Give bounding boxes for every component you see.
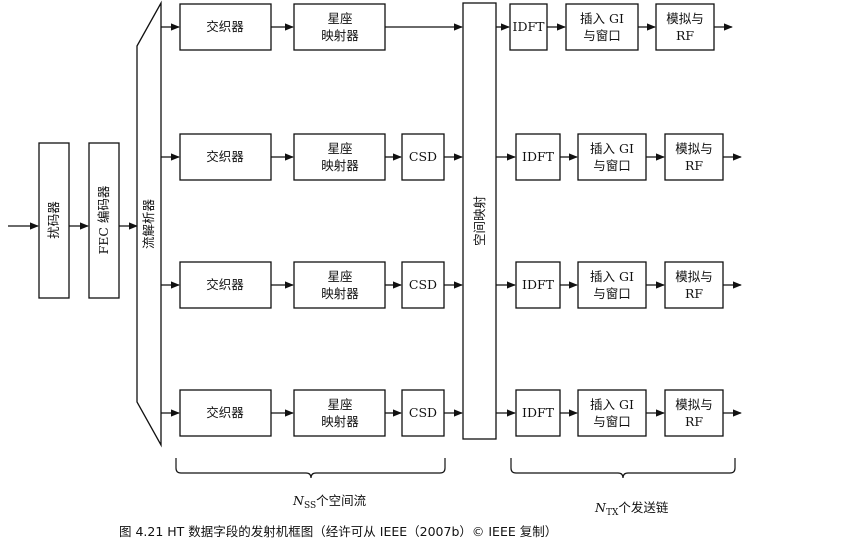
- csd-label: CSD: [409, 405, 437, 420]
- interleaver-label: 交织器: [206, 405, 244, 420]
- analog-rf-label-line1: 模拟与: [675, 397, 713, 412]
- insert-gi-block: 插入 GI 与窗口: [577, 261, 647, 309]
- insert-gi-label-line2: 与窗口: [593, 286, 631, 301]
- csd-label: CSD: [409, 277, 437, 292]
- tx-chains-bracket: [510, 458, 736, 479]
- idft-label: IDFT: [513, 19, 546, 34]
- interleaver-block: 交织器: [179, 133, 272, 181]
- stream-parser-block: 流解析器: [136, 0, 162, 448]
- csd-block: CSD: [401, 261, 445, 309]
- interleaver-label: 交织器: [206, 277, 244, 292]
- fec-encoder-label: FEC 编码器: [96, 185, 111, 254]
- idft-label: IDFT: [522, 405, 555, 420]
- mapper-label-line1: 星座: [327, 397, 352, 412]
- insert-gi-label-line2: 与窗口: [593, 414, 631, 429]
- idft-label: IDFT: [522, 277, 555, 292]
- idft-block: IDFT: [515, 133, 561, 181]
- insert-gi-label-line2: 与窗口: [593, 158, 631, 173]
- analog-rf-label-line2: RF: [685, 158, 703, 173]
- analog-rf-block: 模拟与 RF: [664, 133, 724, 181]
- insert-gi-block: 插入 GI 与窗口: [565, 3, 639, 51]
- idft-block: IDFT: [515, 261, 561, 309]
- interleaver-label: 交织器: [206, 149, 244, 164]
- analog-rf-label-line1: 模拟与: [675, 141, 713, 156]
- csd-block: CSD: [401, 133, 445, 181]
- scrambler-block: 扰码器: [38, 142, 70, 299]
- spatial-mapping-label: 空间映射: [472, 196, 487, 246]
- mapper-label-line1: 星座: [327, 141, 352, 156]
- scrambler-label: 扰码器: [46, 201, 61, 239]
- spatial-mapping-block: 空间映射: [462, 2, 497, 440]
- spatial-streams-bracket: [175, 458, 446, 479]
- interleaver-label: 交织器: [206, 19, 244, 34]
- analog-rf-label-line1: 模拟与: [666, 11, 704, 26]
- insert-gi-label-line1: 插入 GI: [590, 269, 634, 284]
- insert-gi-label-line1: 插入 GI: [590, 397, 634, 412]
- figure-caption: 图 4.21 HT 数据字段的发射机框图（经许可从 IEEE（2007b）© I…: [119, 524, 557, 539]
- mapper-label-line2: 映射器: [321, 28, 359, 43]
- interleaver-block: 交织器: [179, 261, 272, 309]
- tx-chains-label: NTX个发送链: [594, 500, 669, 518]
- mapper-label-line2: 映射器: [321, 286, 359, 301]
- analog-rf-label-line2: RF: [685, 286, 703, 301]
- stream-parser-label: 流解析器: [141, 199, 156, 250]
- mapper-label-line1: 星座: [327, 11, 352, 26]
- csd-block: CSD: [401, 389, 445, 437]
- analog-rf-label-line1: 模拟与: [675, 269, 713, 284]
- interleaver-block: 交织器: [179, 389, 272, 437]
- insert-gi-label-line1: 插入 GI: [580, 11, 624, 26]
- idft-block: IDFT: [515, 389, 561, 437]
- insert-gi-label-line2: 与窗口: [583, 28, 621, 43]
- mapper-label-line2: 映射器: [321, 158, 359, 173]
- analog-rf-block: 模拟与 RF: [655, 3, 715, 51]
- insert-gi-label-line1: 插入 GI: [590, 141, 634, 156]
- mapper-label-line2: 映射器: [321, 414, 359, 429]
- insert-gi-block: 插入 GI 与窗口: [577, 389, 647, 437]
- analog-rf-block: 模拟与 RF: [664, 389, 724, 437]
- insert-gi-block: 插入 GI 与窗口: [577, 133, 647, 181]
- fec-encoder-block: FEC 编码器: [88, 142, 120, 299]
- analog-rf-label-line2: RF: [676, 28, 694, 43]
- interleaver-block: 交织器: [179, 3, 272, 51]
- csd-label: CSD: [409, 149, 437, 164]
- spatial-streams-label: NSS个空间流: [292, 493, 367, 511]
- idft-label: IDFT: [522, 149, 555, 164]
- idft-block: IDFT: [509, 3, 548, 51]
- analog-rf-label-line2: RF: [685, 414, 703, 429]
- mapper-label-line1: 星座: [327, 269, 352, 284]
- analog-rf-block: 模拟与 RF: [664, 261, 724, 309]
